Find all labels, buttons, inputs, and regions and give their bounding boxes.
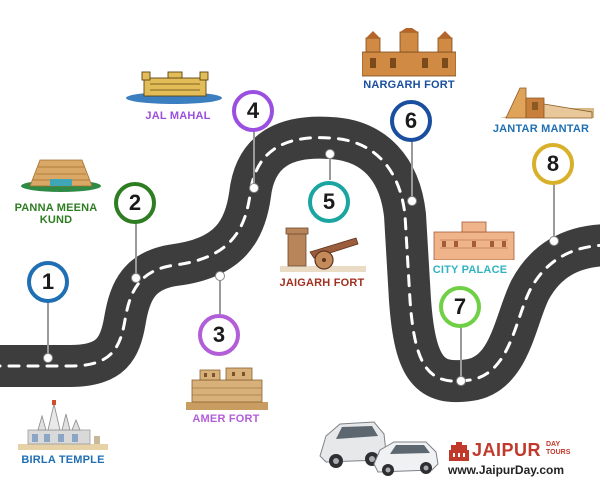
marker-5-stem [329, 154, 331, 180]
stop-marker-1: 1 [27, 261, 69, 303]
fort-icon [186, 367, 268, 410]
marker-3-dot [215, 271, 225, 281]
stop-marker-4: 4 [232, 90, 274, 132]
cannon-icon [280, 227, 366, 272]
brand-suffix-tours: TOURS [546, 449, 571, 456]
stop-marker-3: 3 [198, 314, 240, 356]
marker-4-dot [249, 183, 259, 193]
marker-8-stem [553, 182, 555, 240]
marker-5-dot [325, 149, 335, 159]
marker-3-stem [219, 276, 221, 314]
stop-marker-8: 8 [532, 143, 574, 185]
stop-marker-6: 6 [390, 100, 432, 142]
stop-label-7: CITY PALACE [432, 264, 508, 276]
marker-6-stem [411, 138, 413, 200]
stop-label-1: BIRLA TEMPLE [21, 454, 105, 466]
marker-4-stem [253, 128, 255, 188]
stop-marker-2: 2 [114, 182, 156, 224]
brand-name: JAIPUR [472, 440, 542, 460]
marker-2-dot [131, 273, 141, 283]
marker-6-dot [407, 196, 417, 206]
stop-marker-7: 7 [439, 286, 481, 328]
stop-label-5: JAIGARH FORT [279, 277, 365, 289]
fort-icon [362, 28, 456, 77]
palace-on-water-icon [126, 71, 222, 104]
stop-marker-5: 5 [308, 181, 350, 223]
marker-7-dot [456, 376, 466, 386]
cars-icon [319, 421, 439, 476]
stop-label-2: PANNA MEENA KUND [14, 202, 98, 226]
stepwell-icon [21, 159, 101, 192]
marker-7-stem [460, 324, 462, 380]
temple-icon [18, 400, 108, 450]
palace-icon [433, 221, 515, 260]
marker-1-dot [43, 353, 53, 363]
brand-suffix-day: DAY [546, 441, 561, 448]
marker-8-dot [549, 236, 559, 246]
stop-label-6: NARGARH FORT [363, 79, 455, 91]
marker-1-stem [47, 300, 49, 357]
stop-label-3: AMER FORT [192, 413, 260, 425]
marker-2-stem [135, 222, 137, 278]
stop-label-4: JAL MAHAL [145, 110, 211, 122]
observatory-icon [500, 87, 594, 119]
palace-logo-icon [449, 442, 469, 461]
website-url: www.JaipurDay.com [448, 463, 565, 477]
stop-label-8: JANTAR MANTAR [492, 123, 590, 135]
brand-logo: JAIPUR DAY TOURS www.JaipurDay.com [448, 440, 588, 480]
